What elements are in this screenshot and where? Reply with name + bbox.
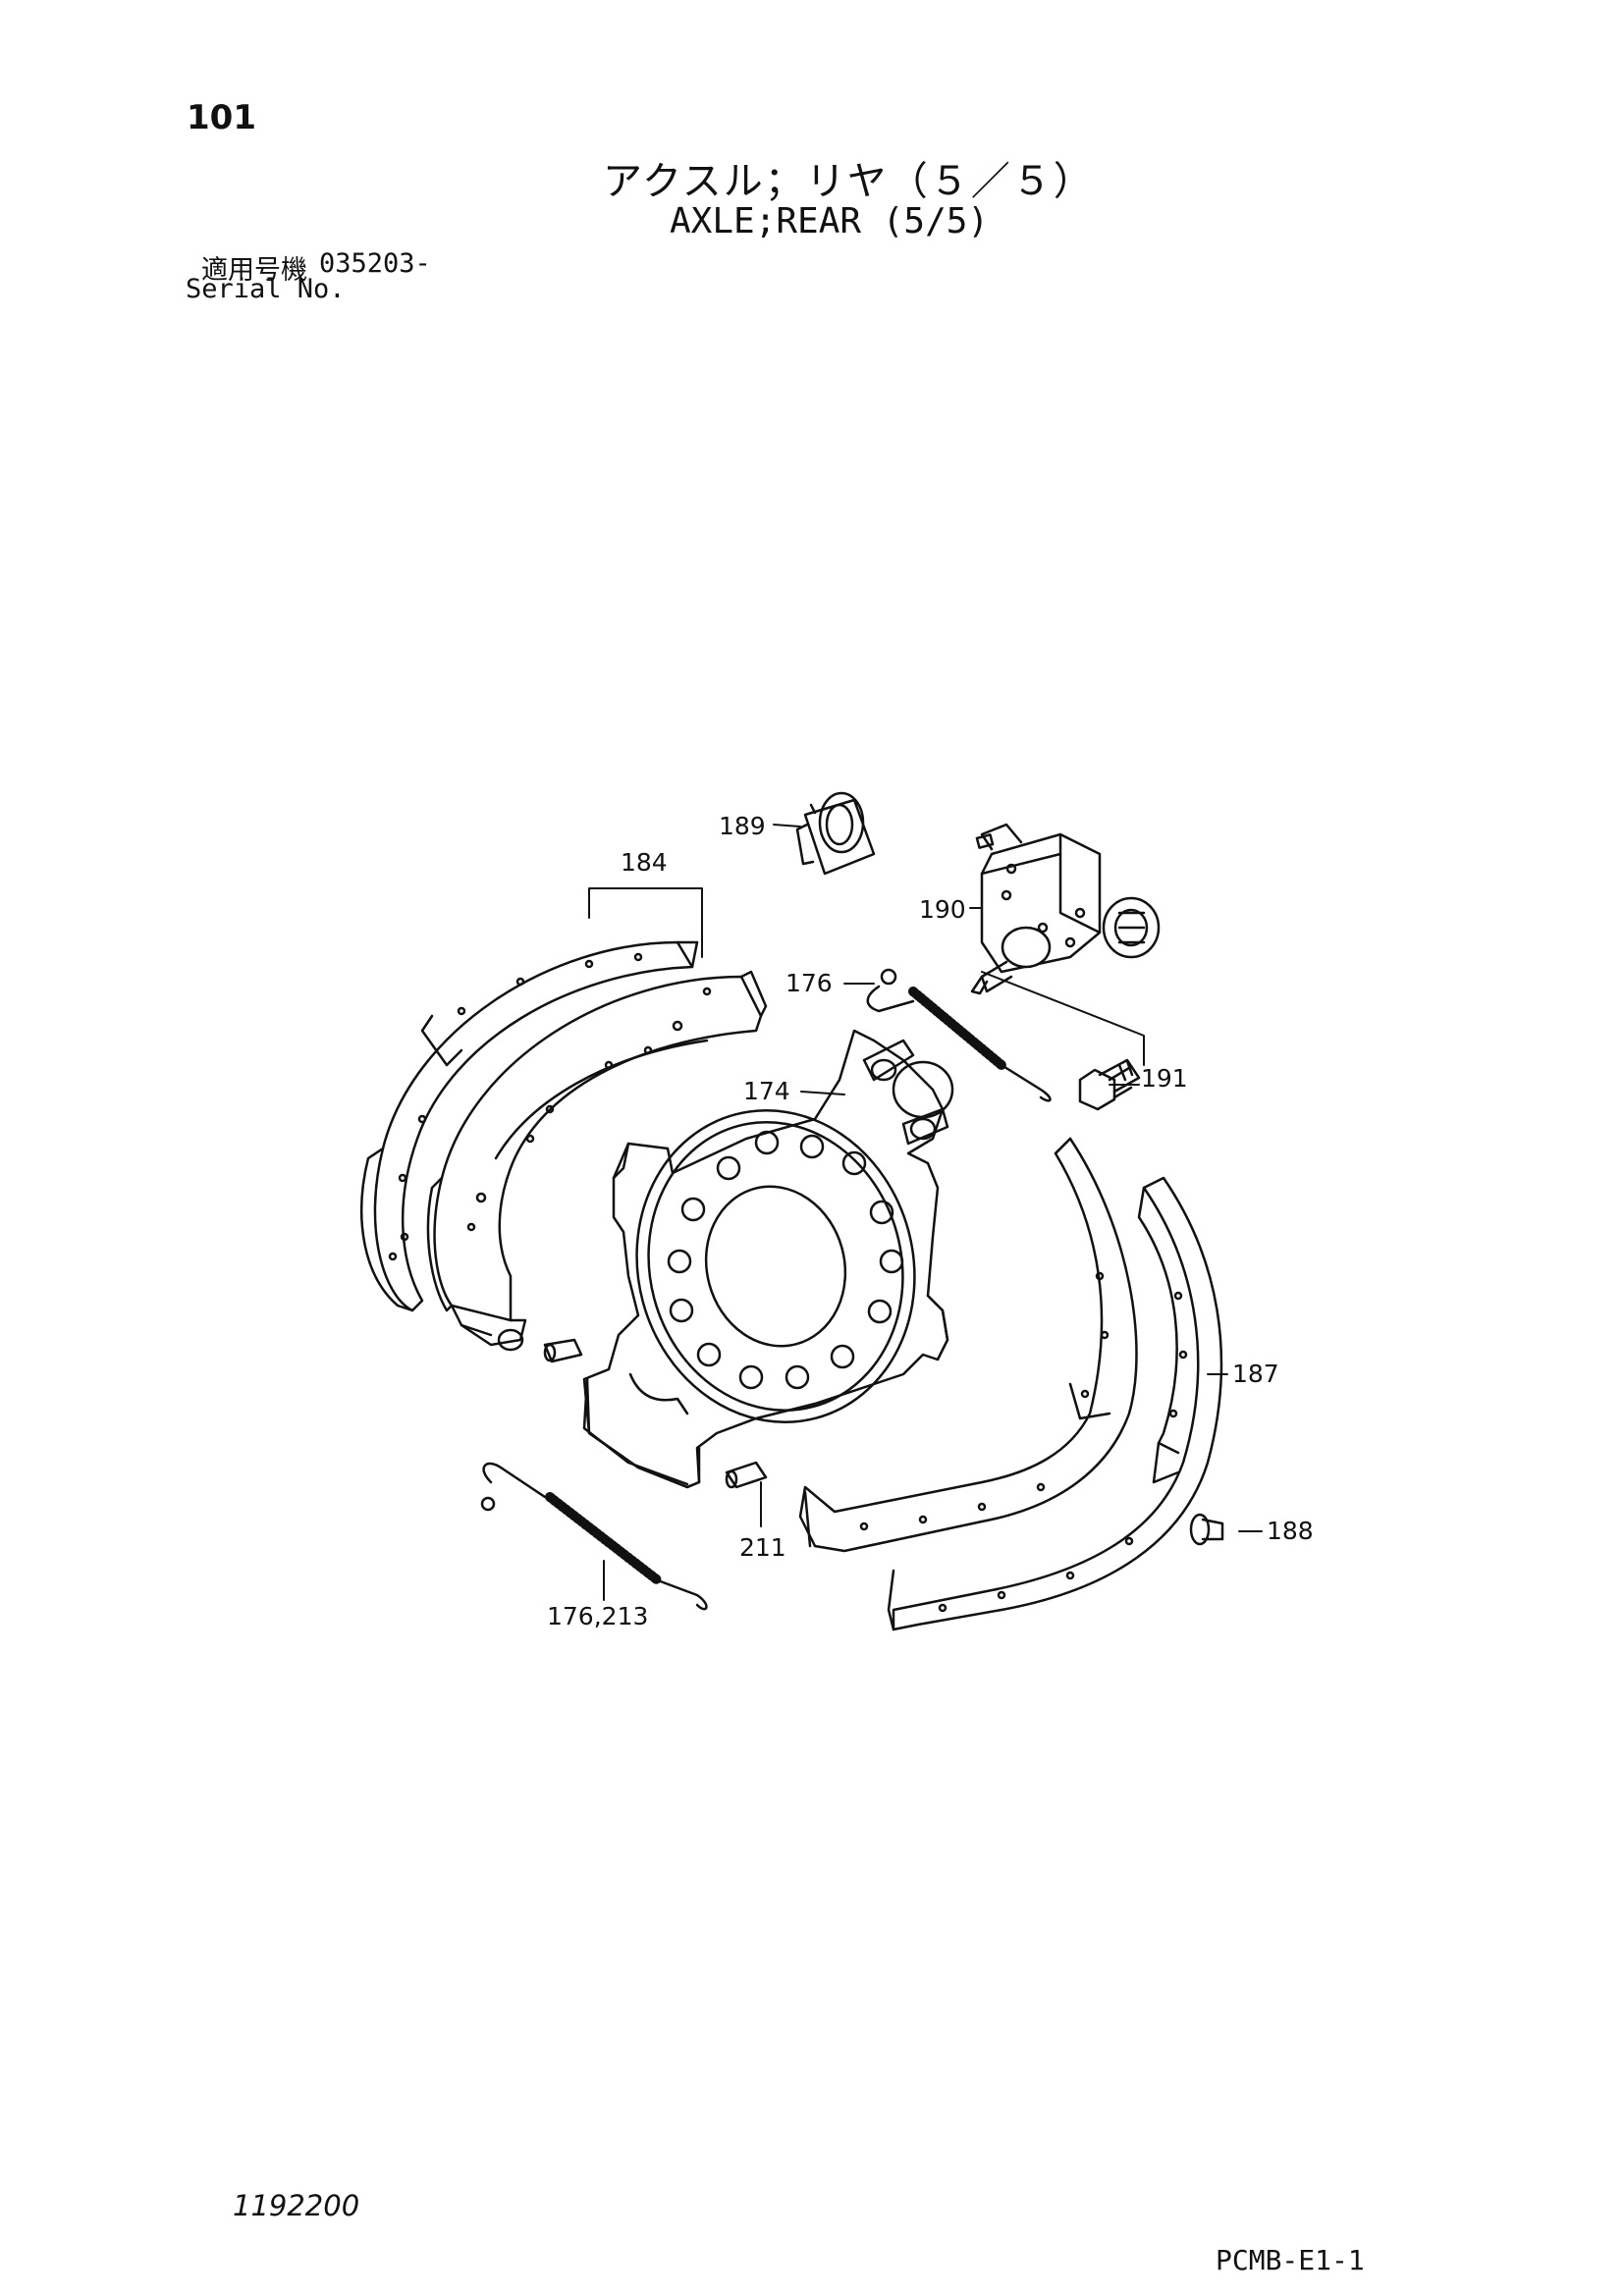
callout-191: 191 [1141, 1064, 1188, 1093]
part-pin-left [543, 1338, 583, 1363]
page-title-japanese: アクスル；リヤ（５／５） [603, 159, 1095, 204]
sheet-code: PCMB-E1-1 [1216, 2244, 1365, 2276]
callout-176: 176 [785, 969, 833, 997]
callout-184: 184 [621, 848, 668, 877]
part-187-brake-shoe-inner [798, 1137, 1138, 1553]
callout-187: 187 [1232, 1360, 1279, 1388]
callout-189: 189 [719, 812, 766, 840]
part-184-brake-shoe-inner [426, 970, 768, 1352]
serial-label-japanese: 適用号機 [201, 255, 307, 286]
part-190-wheel-cylinder [970, 823, 1161, 995]
page-number: 101 [187, 98, 256, 137]
part-211-pin [725, 1461, 768, 1489]
part-176-spring-upper [866, 968, 1052, 1102]
callout-190: 190 [919, 895, 966, 924]
leader-lines [588, 824, 1263, 1601]
drawing-number: 1192200 [233, 2189, 360, 2222]
callout-174: 174 [743, 1077, 790, 1105]
page-title-english: AXLE;REAR (5/5) [670, 201, 990, 241]
callout-188: 188 [1267, 1517, 1314, 1545]
callout-176-213: 176,213 [547, 1602, 648, 1630]
part-187-brake-shoe-outer [887, 1176, 1223, 1631]
part-174-backing-plate [582, 1029, 954, 1489]
part-189-bushing [795, 791, 876, 876]
part-176-213-spring-lower [480, 1462, 708, 1611]
serial-number-value: 035203- [319, 248, 431, 279]
callout-211: 211 [739, 1533, 786, 1562]
part-184-brake-shoe-outer [360, 940, 699, 1312]
serial-label-english: Serial No. [186, 274, 346, 304]
part-188-pin [1189, 1513, 1224, 1546]
